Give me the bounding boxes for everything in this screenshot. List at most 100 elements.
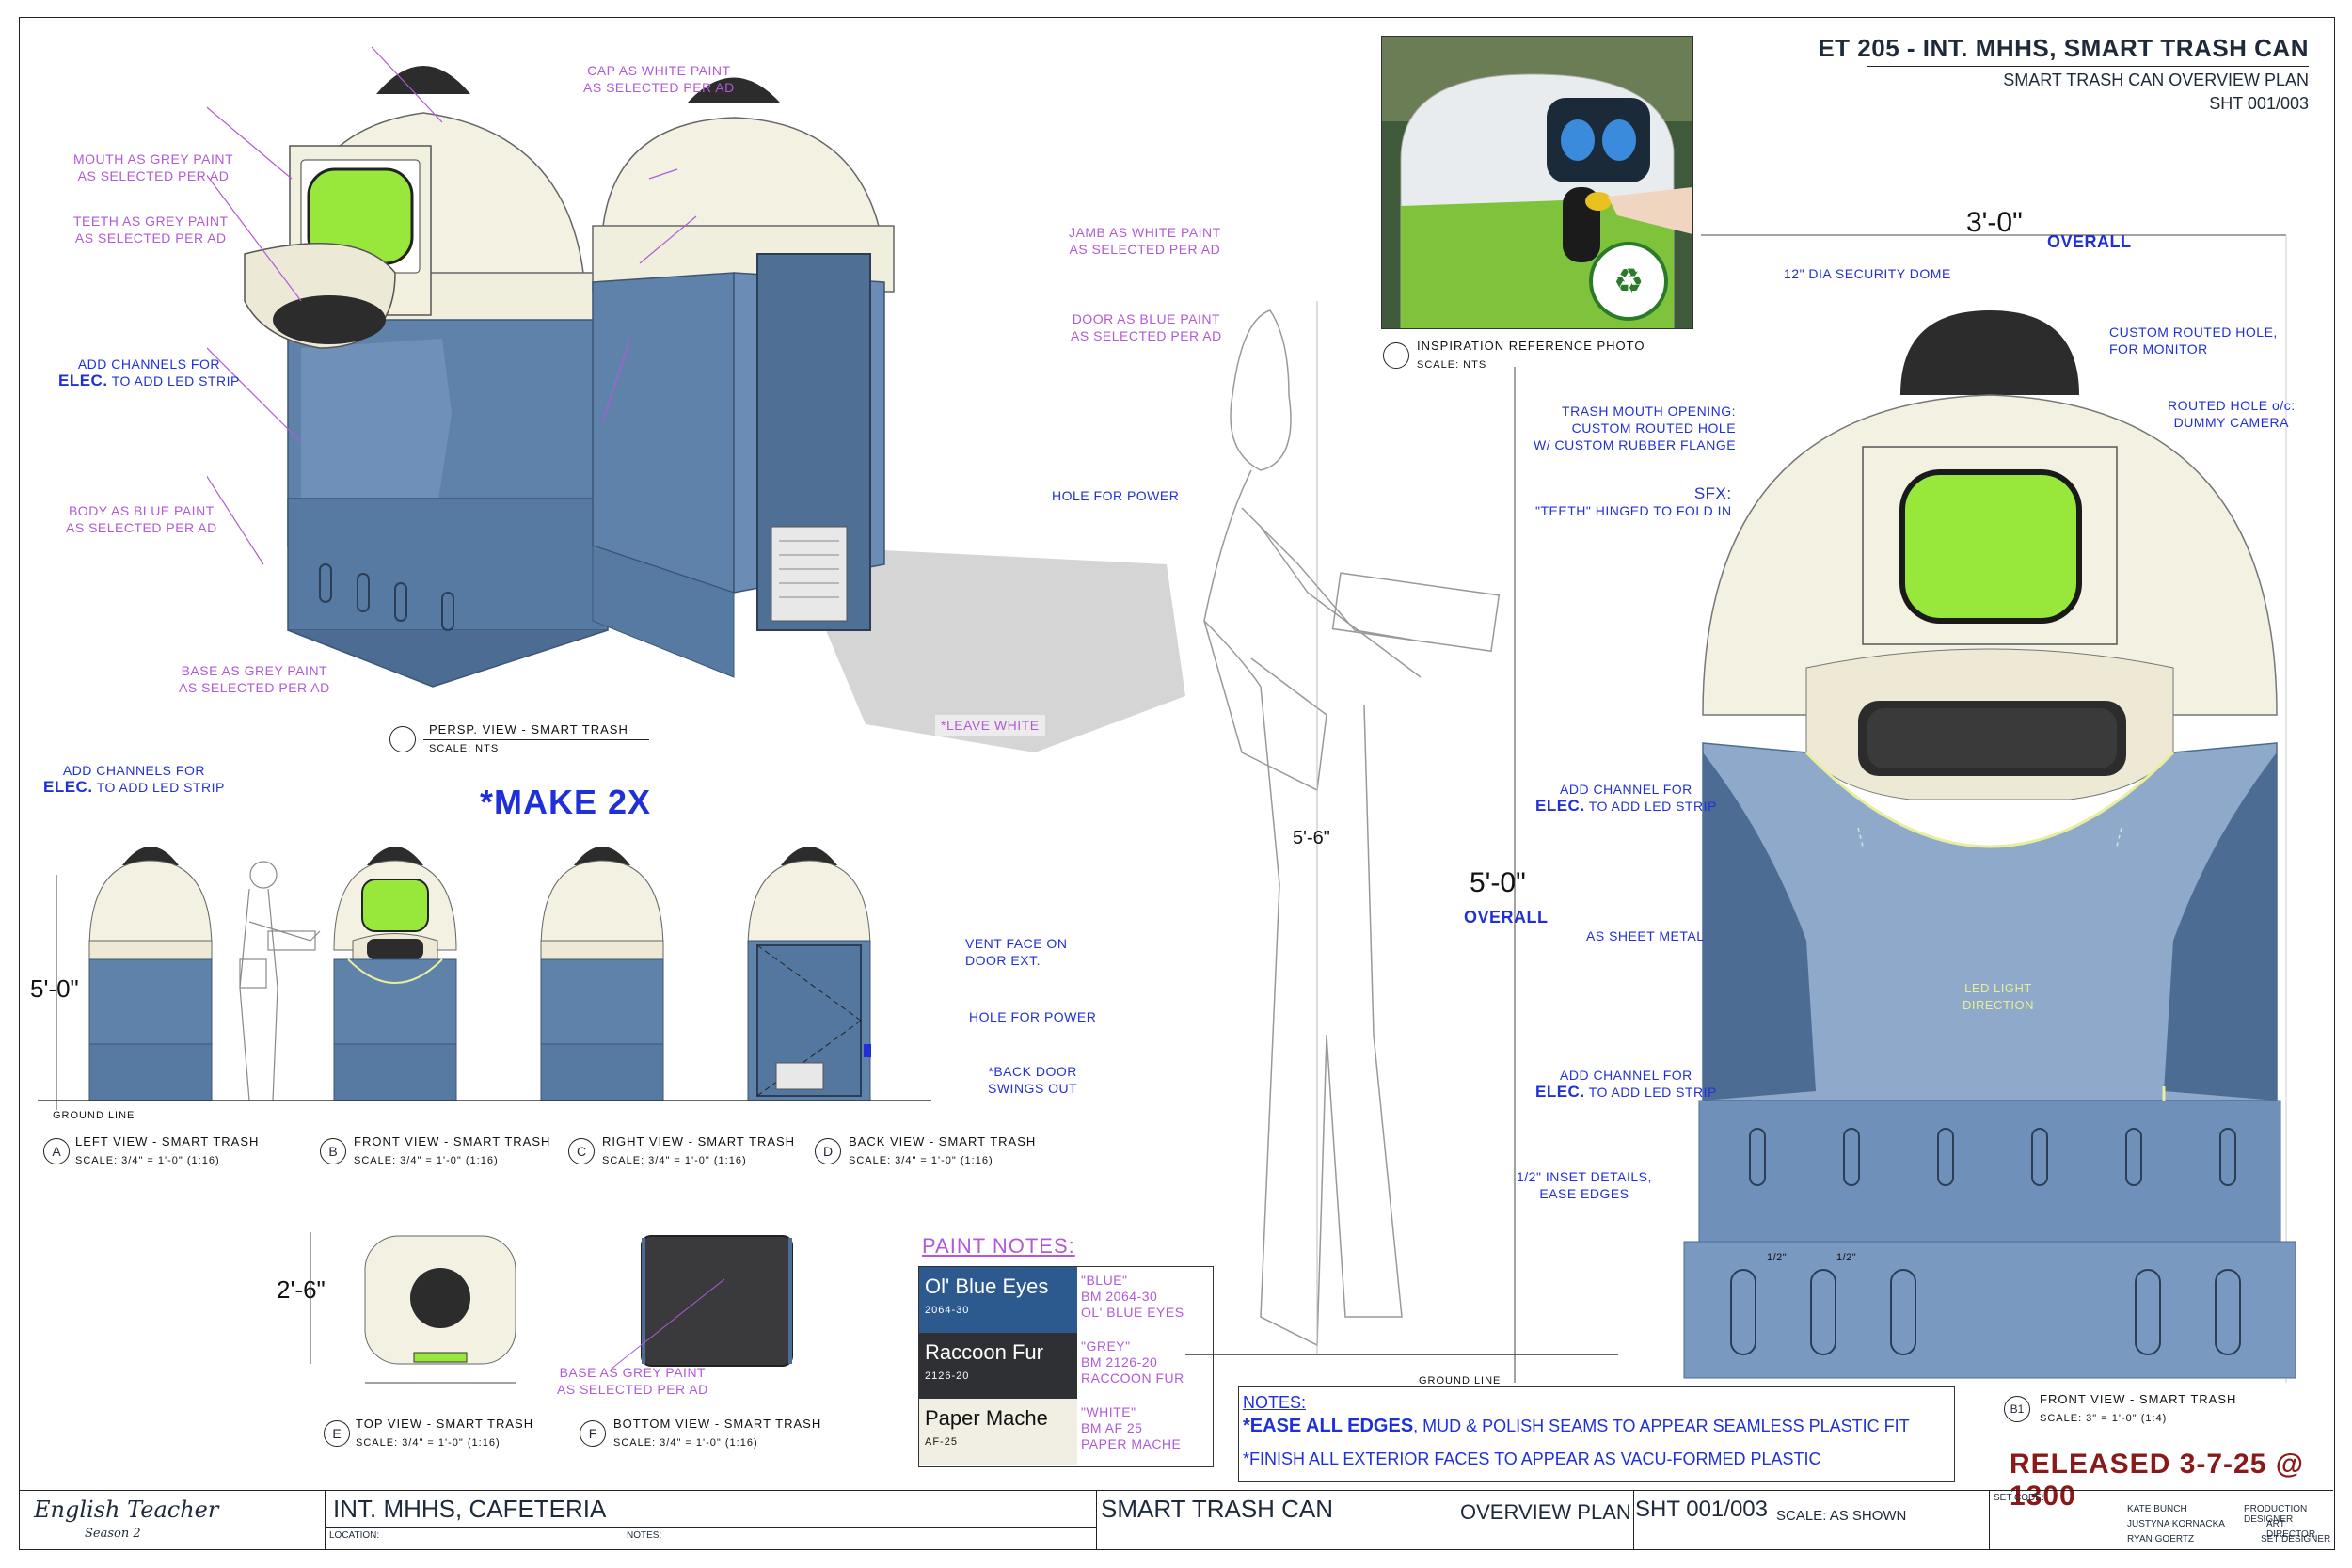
sheet-border	[19, 17, 2335, 1550]
sheet-number: SHT 001/003	[2209, 94, 2309, 113]
plan-height-dim: 2'-6"	[277, 1275, 326, 1304]
view-scale-f: SCALE: 3/4" = 1'-0" (1:16)	[613, 1437, 758, 1449]
credit-name-1: KATE BUNCH	[2127, 1504, 2187, 1514]
credit-role-1: PRODUCTION DESIGNER	[2244, 1504, 2308, 1525]
sfx-callout: SFX: "TEETH" HINGED TO FOLD IN	[1535, 485, 1732, 519]
front-channel-1-line: ADD CHANNEL FOR	[1560, 782, 1692, 797]
paint-name-blue: Ol' Blue Eyes	[925, 1275, 1049, 1298]
perspective-drawing	[207, 46, 1185, 752]
view-label-e: TOP VIEW - SMART TRASH	[356, 1417, 534, 1431]
elev-channels-callout: ADD CHANNELS FOR ELEC. TO ADD LED STRIP	[43, 762, 225, 796]
set-name: INT. MHHS, CAFETERIA	[333, 1495, 607, 1523]
mouth-callout: MOUTH AS GREY PAINT AS SELECTED PER AD	[73, 151, 234, 183]
view-label-c: RIGHT VIEW - SMART TRASH	[602, 1134, 796, 1148]
teeth-callout: TEETH AS GREY PAINT AS SELECTED PER AD	[73, 214, 229, 245]
plan-name: OVERVIEW PLAN	[1460, 1500, 1631, 1524]
camera-callout: ROUTED HOLE o/c: DUMMY CAMERA	[2168, 398, 2296, 430]
view-marker-d: D	[815, 1138, 841, 1164]
persp-view-label: PERSP. VIEW - SMART TRASH	[429, 722, 628, 736]
view-marker-a: A	[43, 1138, 70, 1164]
elev-channels-line-3: TO ADD LED STRIP	[96, 780, 225, 795]
elevations-drawing	[38, 847, 931, 1110]
view-label-a: LEFT VIEW - SMART TRASH	[75, 1134, 260, 1148]
left-view-can	[88, 847, 213, 1101]
inspiration-marker	[1383, 342, 1409, 369]
view-marker-f: F	[580, 1420, 606, 1447]
item-name: SMART TRASH CAN	[1101, 1495, 1334, 1523]
back-door-callout: *BACK DOOR SWINGS OUT	[988, 1064, 1078, 1096]
overall-width-sub: OVERALL	[2047, 232, 2132, 251]
sheet-header: ET 205 - INT. MHHS, SMART TRASH CAN SMAR…	[1818, 34, 2309, 114]
view-label-d: BACK VIEW - SMART TRASH	[849, 1134, 1037, 1148]
persp-label-rule	[423, 739, 649, 740]
paint-code-blue: 2064-30	[925, 1305, 970, 1316]
tb-set-cell: INT. MHHS, CAFETERIA LOCATION: NOTES:	[326, 1491, 1097, 1549]
paint-swatch-white: Paper Mache AF-25	[919, 1399, 1077, 1465]
sheet-metal-callout: AS SHEET METAL	[1586, 928, 1705, 943]
header-rule	[1867, 66, 2309, 67]
figure-ground-line: GROUND LINE	[1419, 1375, 1502, 1386]
channels-elec: ELEC.	[58, 372, 108, 389]
elev-hole-power-callout: HOLE FOR POWER	[969, 1009, 1097, 1024]
front-channel-1-strip: TO ADD LED STRIP	[1588, 799, 1717, 814]
door-callout: DOOR AS BLUE PAINT AS SELECTED PER AD	[1071, 311, 1222, 343]
view-label-b1: FRONT VIEW - SMART TRASH	[2040, 1392, 2237, 1406]
tb-sheet-number: SHT 001/003	[1635, 1497, 1768, 1522]
front-large-drawing	[1514, 234, 2296, 1383]
notes-line-1-rest: , MUD & POLISH SEAMS TO APPEAR SEAMLESS …	[1413, 1417, 1910, 1435]
paint-swatch-grey: Raccoon Fur 2126-20	[919, 1333, 1077, 1399]
paint-code-white: AF-25	[925, 1436, 958, 1448]
hole-power-callout: HOLE FOR POWER	[1052, 488, 1180, 503]
tb-logo-cell: English Teacher Season 2	[19, 1491, 326, 1549]
dome-icon	[376, 66, 470, 94]
show-season: Season 2	[85, 1527, 141, 1541]
location-label: LOCATION:	[329, 1530, 380, 1541]
paint-name-white: Paper Mache	[925, 1406, 1048, 1430]
tb-notes-label: NOTES:	[627, 1530, 662, 1541]
title-block: English Teacher Season 2 INT. MHHS, CAFE…	[19, 1490, 2333, 1549]
view-marker-b: B	[320, 1138, 346, 1164]
overall-height-dim: 5'-0"	[1470, 867, 1526, 898]
mouth-opening-callout: TRASH MOUTH OPENING: CUSTOM ROUTED HOLE …	[1534, 404, 1737, 452]
elev-channels-line-1: ADD CHANNELS FOR	[62, 763, 205, 778]
paint-desc-grey: "GREY" BM 2126-20 RACCOON FUR	[1081, 1338, 1184, 1386]
jamb-callout: JAMB AS WHITE PAINT AS SELECTED PER AD	[1069, 225, 1221, 257]
paint-code-grey: 2126-20	[925, 1370, 970, 1382]
front-channel-2-strip: TO ADD LED STRIP	[1588, 1085, 1717, 1100]
paint-notes-heading: PAINT NOTES:	[922, 1234, 1075, 1258]
security-dome-callout: 12" DIA SECURITY DOME	[1784, 266, 1951, 281]
view-scale-a: SCALE: 3/4" = 1'-0" (1:16)	[75, 1155, 220, 1166]
front-channel-1-callout: ADD CHANNEL FOR ELEC. TO ADD LED STRIP	[1535, 781, 1717, 815]
persp-view-marker	[389, 726, 416, 752]
figure-height-dim: 5'-6"	[1293, 828, 1330, 848]
bottom-base-callout: BASE AS GREY PAINT AS SELECTED PER AD	[557, 1365, 708, 1397]
notes-line-1-bold: *EASE ALL EDGES	[1243, 1416, 1414, 1436]
credit-role-3: SET DESIGNER	[2261, 1534, 2331, 1544]
tb-set-rule	[326, 1527, 1097, 1528]
make-2x-note: *MAKE 2X	[480, 783, 652, 821]
plans-drawing	[310, 1232, 793, 1384]
svg-text:♻: ♻	[1613, 262, 1644, 301]
front-channel-1-elec: ELEC.	[1535, 797, 1585, 815]
paint-notes-table: Ol' Blue Eyes 2064-30 "BLUE" BM 2064-30 …	[918, 1266, 1214, 1467]
inset-details-callout: 1/2" INSET DETAILS, EASE EDGES	[1517, 1169, 1652, 1201]
cap-callout: CAP AS WHITE PAINT AS SELECTED PER AD	[583, 63, 735, 95]
view-scale-d: SCALE: 3/4" = 1'-0" (1:16)	[849, 1155, 993, 1166]
vent-callout: VENT FACE ON DOOR EXT.	[965, 936, 1068, 968]
channels-callout: ADD CHANNELS FOR ELEC. TO ADD LED STRIP	[58, 356, 240, 389]
front-channel-2-callout: ADD CHANNEL FOR ELEC. TO ADD LED STRIP	[1535, 1067, 1717, 1101]
released-stamp: RELEASED 3-7-25 @ 1300	[2010, 1449, 2305, 1512]
front-channel-2-line: ADD CHANNEL FOR	[1560, 1068, 1692, 1083]
front-view-can	[333, 847, 457, 1101]
channels-line-1: ADD CHANNELS FOR	[77, 356, 220, 372]
persp-view-scale: SCALE: NTS	[429, 743, 500, 754]
monitor-callout: CUSTOM ROUTED HOLE, FOR MONITOR	[2109, 325, 2278, 356]
view-scale-b1: SCALE: 3" = 1'-0" (1:4)	[2040, 1413, 2168, 1424]
view-scale-b: SCALE: 3/4" = 1'-0" (1:16)	[354, 1155, 499, 1166]
view-scale-e: SCALE: 3/4" = 1'-0" (1:16)	[356, 1437, 501, 1449]
view-marker-e: E	[324, 1420, 350, 1447]
sfx-desc: "TEETH" HINGED TO FOLD IN	[1535, 503, 1732, 518]
overall-height-sub: OVERALL	[1464, 908, 1549, 927]
tb-divider	[1633, 1491, 1634, 1549]
notes-line-2: *FINISH ALL EXTERIOR FACES TO APPEAR AS …	[1243, 1449, 1821, 1468]
